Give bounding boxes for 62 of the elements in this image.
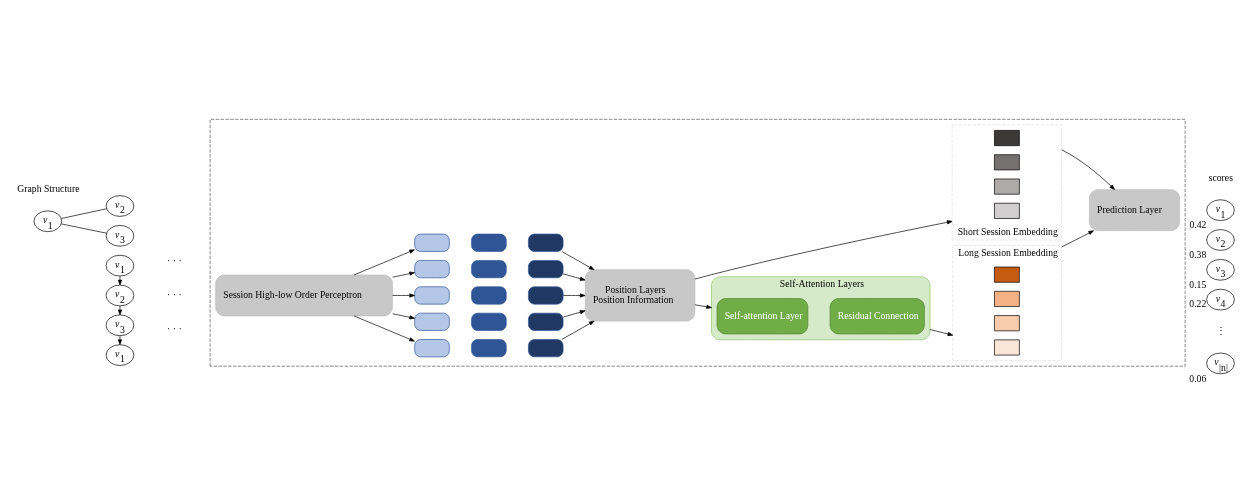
node-box: [994, 266, 1020, 283]
node-box: [994, 314, 1020, 331]
arrow: [392, 292, 415, 297]
node-box: [471, 259, 507, 278]
arrow: [694, 219, 953, 279]
arrow: [117, 335, 122, 345]
label: ⋮: [1215, 324, 1226, 336]
node-box: [471, 285, 507, 304]
cluster: Short Session Embedding: [951, 124, 1063, 240]
label: · · ·: [167, 254, 182, 266]
node-box: [528, 285, 564, 304]
cluster: Long Session Embedding: [952, 244, 1063, 361]
node-box: [414, 259, 450, 278]
node-label: 0.06: [1189, 372, 1207, 384]
label: Graph Structure: [17, 182, 80, 194]
label: · · ·: [167, 322, 182, 334]
label: · · ·: [167, 288, 182, 300]
node-box: Self-attention Layer: [716, 297, 809, 334]
node-label: 0.42: [1189, 218, 1207, 230]
node-box: [528, 338, 564, 357]
node-box: [414, 233, 450, 252]
arrow: [561, 250, 595, 270]
node-box: [414, 312, 450, 331]
node-box: [994, 153, 1020, 170]
arrow: [561, 320, 595, 340]
arrow: [562, 309, 586, 317]
arrow: [392, 271, 415, 277]
node-box: [528, 233, 564, 252]
connector: [61, 207, 107, 219]
node-box: [994, 339, 1020, 355]
node-box: [471, 312, 507, 331]
connector: [61, 223, 107, 233]
node-box: Position Layers Position Information: [584, 268, 696, 321]
arrow: [562, 292, 586, 297]
node-label: 0.22: [1189, 297, 1207, 309]
node-label: 0.15: [1189, 278, 1207, 290]
arrow: [392, 312, 415, 319]
node-box: [994, 129, 1020, 146]
arrow: [117, 275, 122, 285]
node-box: [994, 178, 1020, 195]
arrow: [353, 315, 415, 341]
node-box: [994, 290, 1020, 307]
node-box: [414, 285, 450, 304]
node-box: [471, 338, 507, 357]
node-box: [994, 202, 1020, 219]
arrow: [1061, 149, 1115, 190]
arrow: [1061, 229, 1094, 247]
cluster: [209, 118, 1186, 367]
arrow: [929, 328, 954, 336]
arrow: [562, 273, 586, 281]
node-box: [471, 233, 507, 252]
node-box: [414, 338, 450, 357]
node-box: Prediction Layer: [1089, 188, 1180, 231]
label: scores: [1208, 171, 1233, 183]
arrow: [694, 303, 712, 309]
node-box: Session High-low Order Perceptron: [215, 274, 393, 316]
node-box: [528, 312, 564, 331]
node-box: Residual Connection: [829, 297, 925, 334]
node-label: 0.38: [1189, 248, 1207, 260]
arrow: [117, 305, 122, 315]
arrow: [353, 248, 415, 275]
node-box: [528, 259, 564, 278]
